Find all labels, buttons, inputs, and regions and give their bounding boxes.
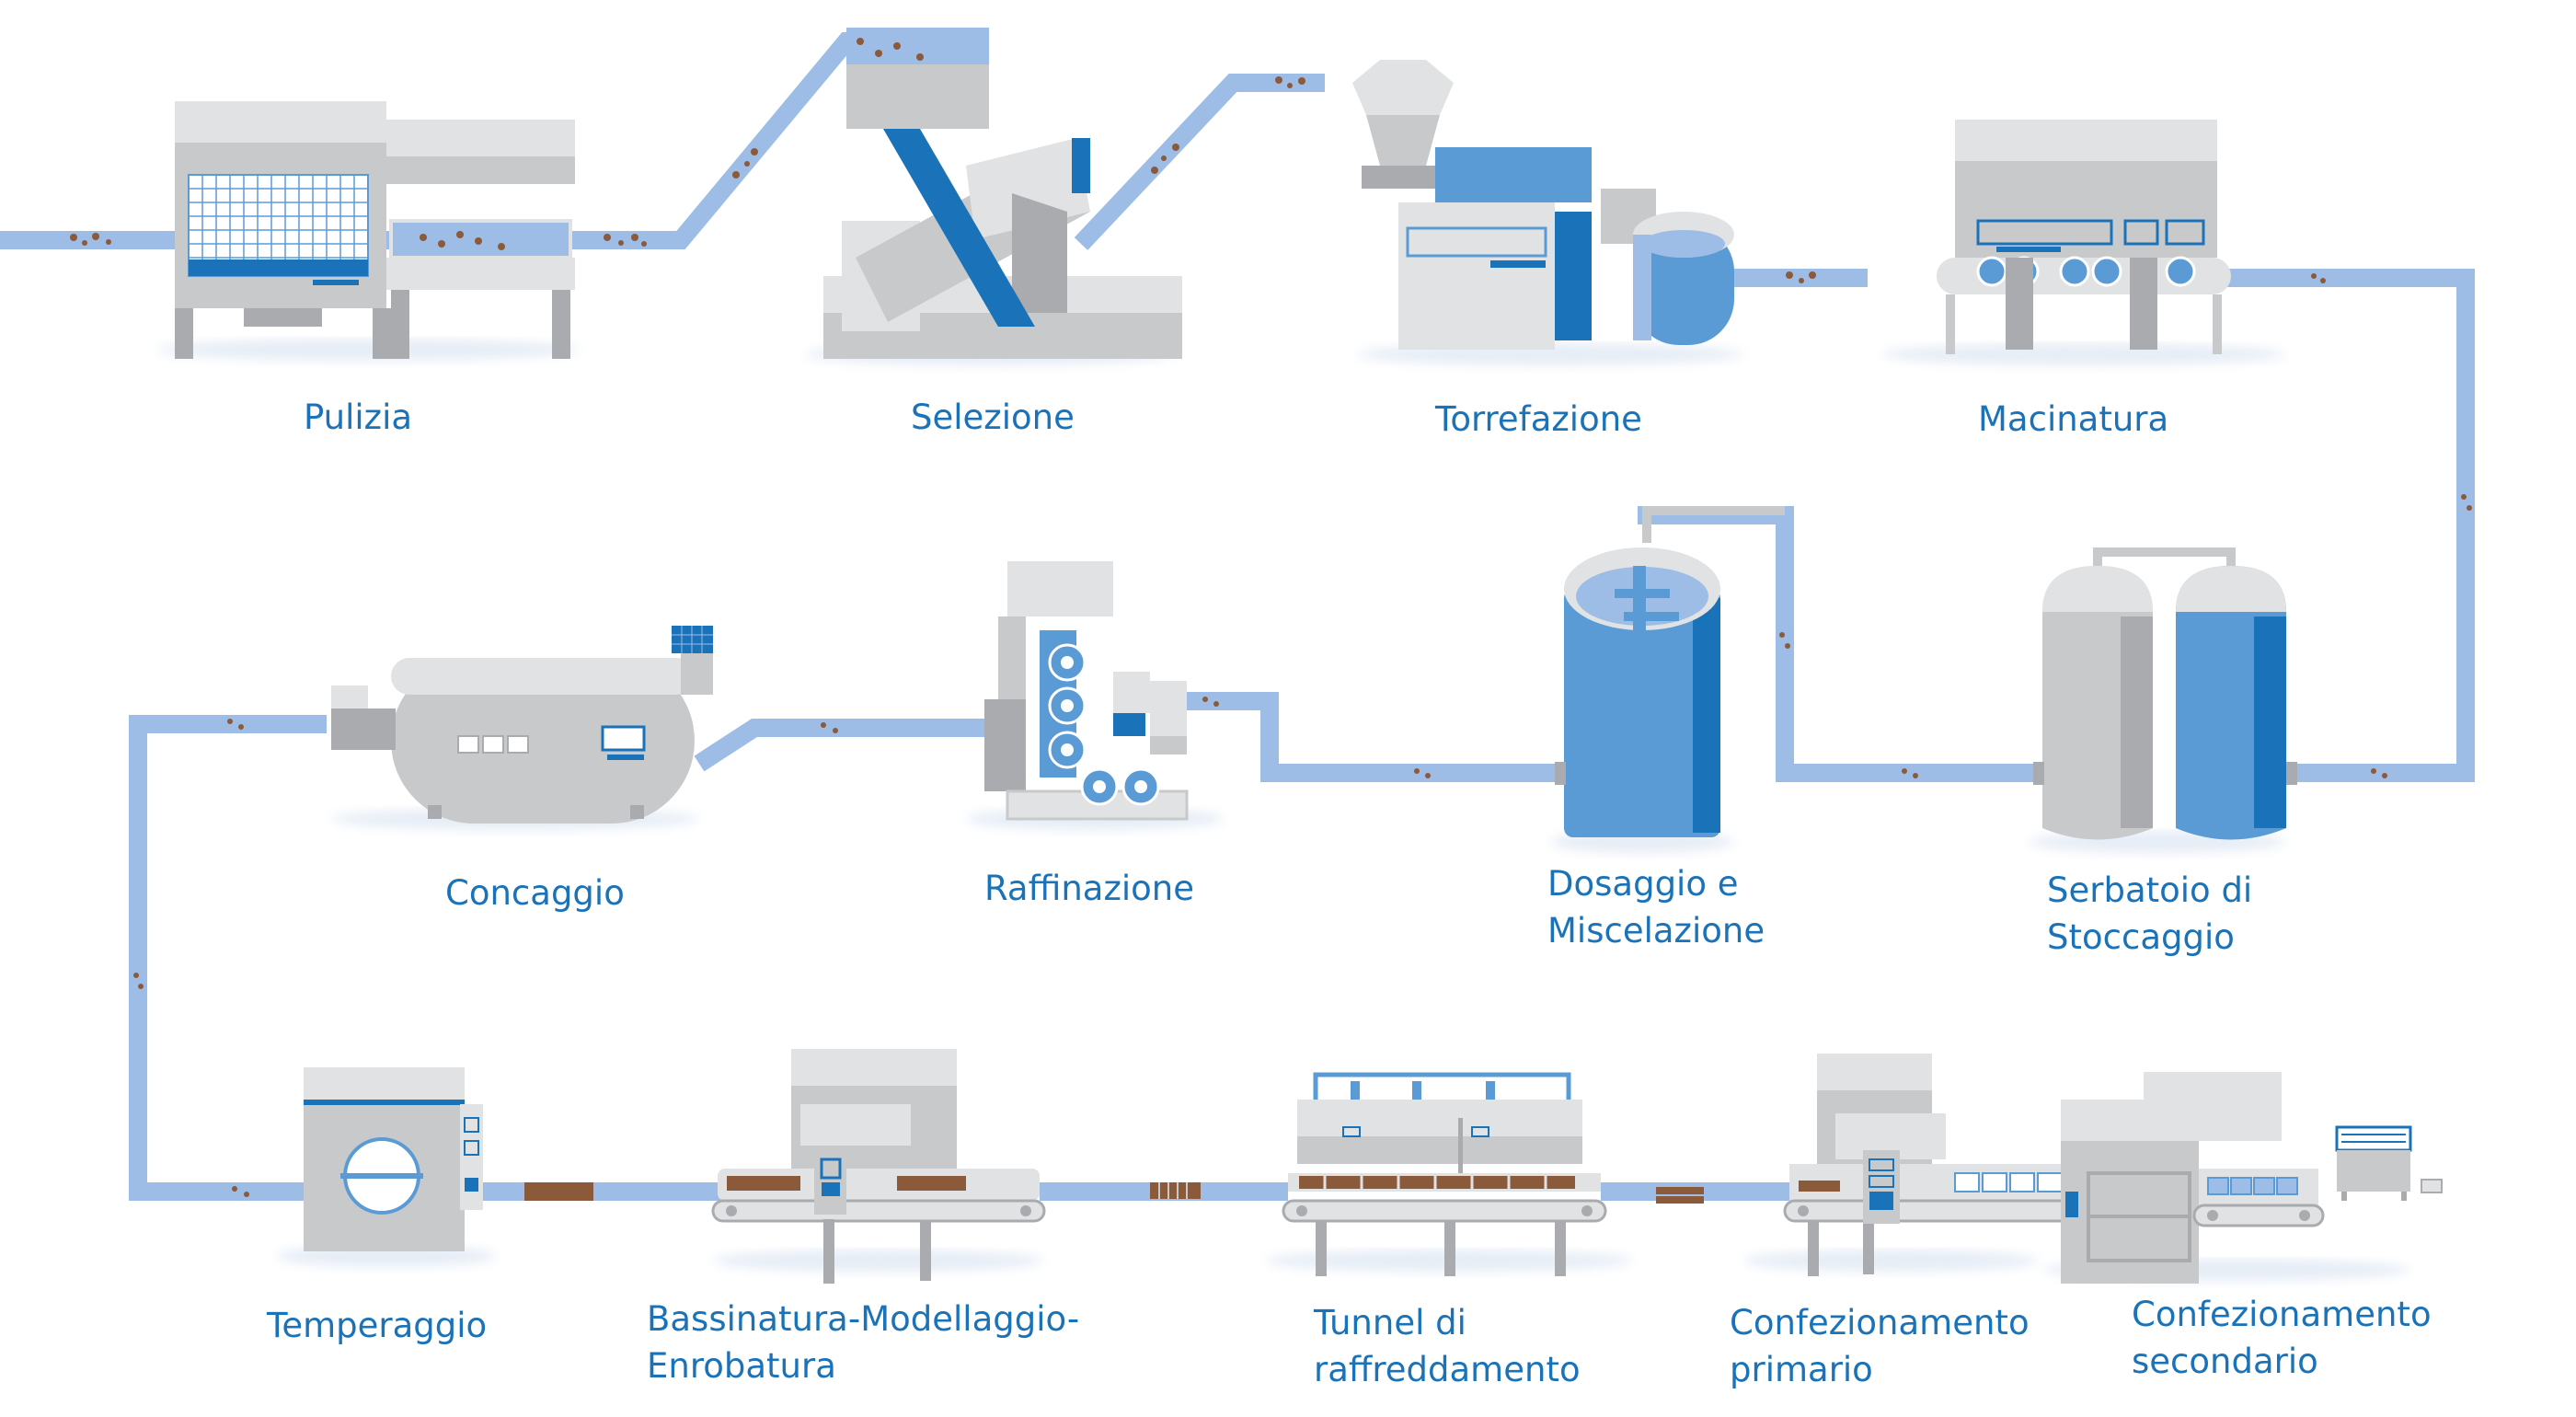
temperaggio-machine — [276, 1067, 497, 1267]
raffinazione-machine — [966, 561, 1224, 830]
label-dosaggio-line1: Dosaggio e — [1547, 864, 1739, 904]
serbatoio-tanks — [2029, 547, 2297, 853]
label-raffinazione: Raffinazione — [984, 865, 1194, 912]
torrefazione-machine — [1352, 60, 1743, 365]
label-temperaggio-line1: Temperaggio — [267, 1306, 488, 1345]
label-conf-primario-line1: Confezionamento — [1730, 1303, 2030, 1342]
label-selezione-line1: Selezione — [911, 397, 1075, 437]
chocolate-tray-icon — [1150, 1182, 1201, 1199]
dosaggio-tank — [1550, 506, 1785, 853]
bassinatura-line — [711, 1049, 1046, 1284]
label-bassinatura-line2: Enrobatura — [647, 1346, 836, 1386]
label-dosaggio-line2: Miscelazione — [1547, 911, 1765, 950]
label-torrefazione-line1: Torrefazione — [1435, 399, 1642, 439]
label-conf-secondario-line1: Confezionamento — [2132, 1295, 2432, 1334]
label-temperaggio: Temperaggio — [267, 1302, 487, 1349]
primary-packaging-machine — [1743, 1054, 2072, 1276]
selezione-machine — [805, 28, 1182, 365]
label-serbatoio-line2: Stoccaggio — [2047, 917, 2235, 957]
label-dosaggio: Dosaggio e Miscelazione — [1547, 860, 1765, 954]
label-serbatoio-line1: Serbatoio di — [2047, 870, 2253, 910]
label-conf-primario: Confezionamento primario — [1730, 1299, 2030, 1393]
label-macinatura-line1: Macinatura — [1978, 399, 2169, 439]
label-bassinatura-line1: Bassinatura-Modellaggio- — [647, 1299, 1080, 1339]
label-tunnel-line2: raffreddamento — [1314, 1350, 1581, 1389]
cocoa-particles — [70, 76, 2472, 1197]
pulizia-machine — [156, 101, 580, 361]
label-selezione: Selezione — [911, 394, 1075, 441]
label-conf-secondario: Confezionamento secondario — [2132, 1291, 2432, 1385]
label-pulizia-line1: Pulizia — [304, 397, 413, 437]
concaggio-machine — [331, 626, 713, 830]
label-tunnel: Tunnel di raffreddamento — [1314, 1299, 1581, 1393]
label-conf-secondario-line2: secondario — [2132, 1342, 2318, 1381]
label-conf-primario-line2: primario — [1730, 1350, 1873, 1389]
label-tunnel-line1: Tunnel di — [1314, 1303, 1466, 1342]
label-raffinazione-line1: Raffinazione — [984, 869, 1195, 908]
label-torrefazione: Torrefazione — [1435, 396, 1642, 443]
label-bassinatura: Bassinatura-Modellaggio- Enrobatura — [647, 1296, 1079, 1389]
secondary-packaging-machine — [2042, 1072, 2443, 1284]
label-concaggio: Concaggio — [445, 870, 625, 916]
label-concaggio-line1: Concaggio — [445, 873, 625, 913]
chocolate-bars-icon — [1656, 1187, 1704, 1204]
macinatura-machine — [1881, 120, 2286, 365]
chocolate-bar-icon — [524, 1182, 593, 1201]
label-serbatoio: Serbatoio di Stoccaggio — [2047, 867, 2252, 961]
tunnel-machine — [1265, 1072, 1633, 1276]
label-pulizia: Pulizia — [304, 394, 412, 441]
label-macinatura: Macinatura — [1978, 396, 2168, 443]
